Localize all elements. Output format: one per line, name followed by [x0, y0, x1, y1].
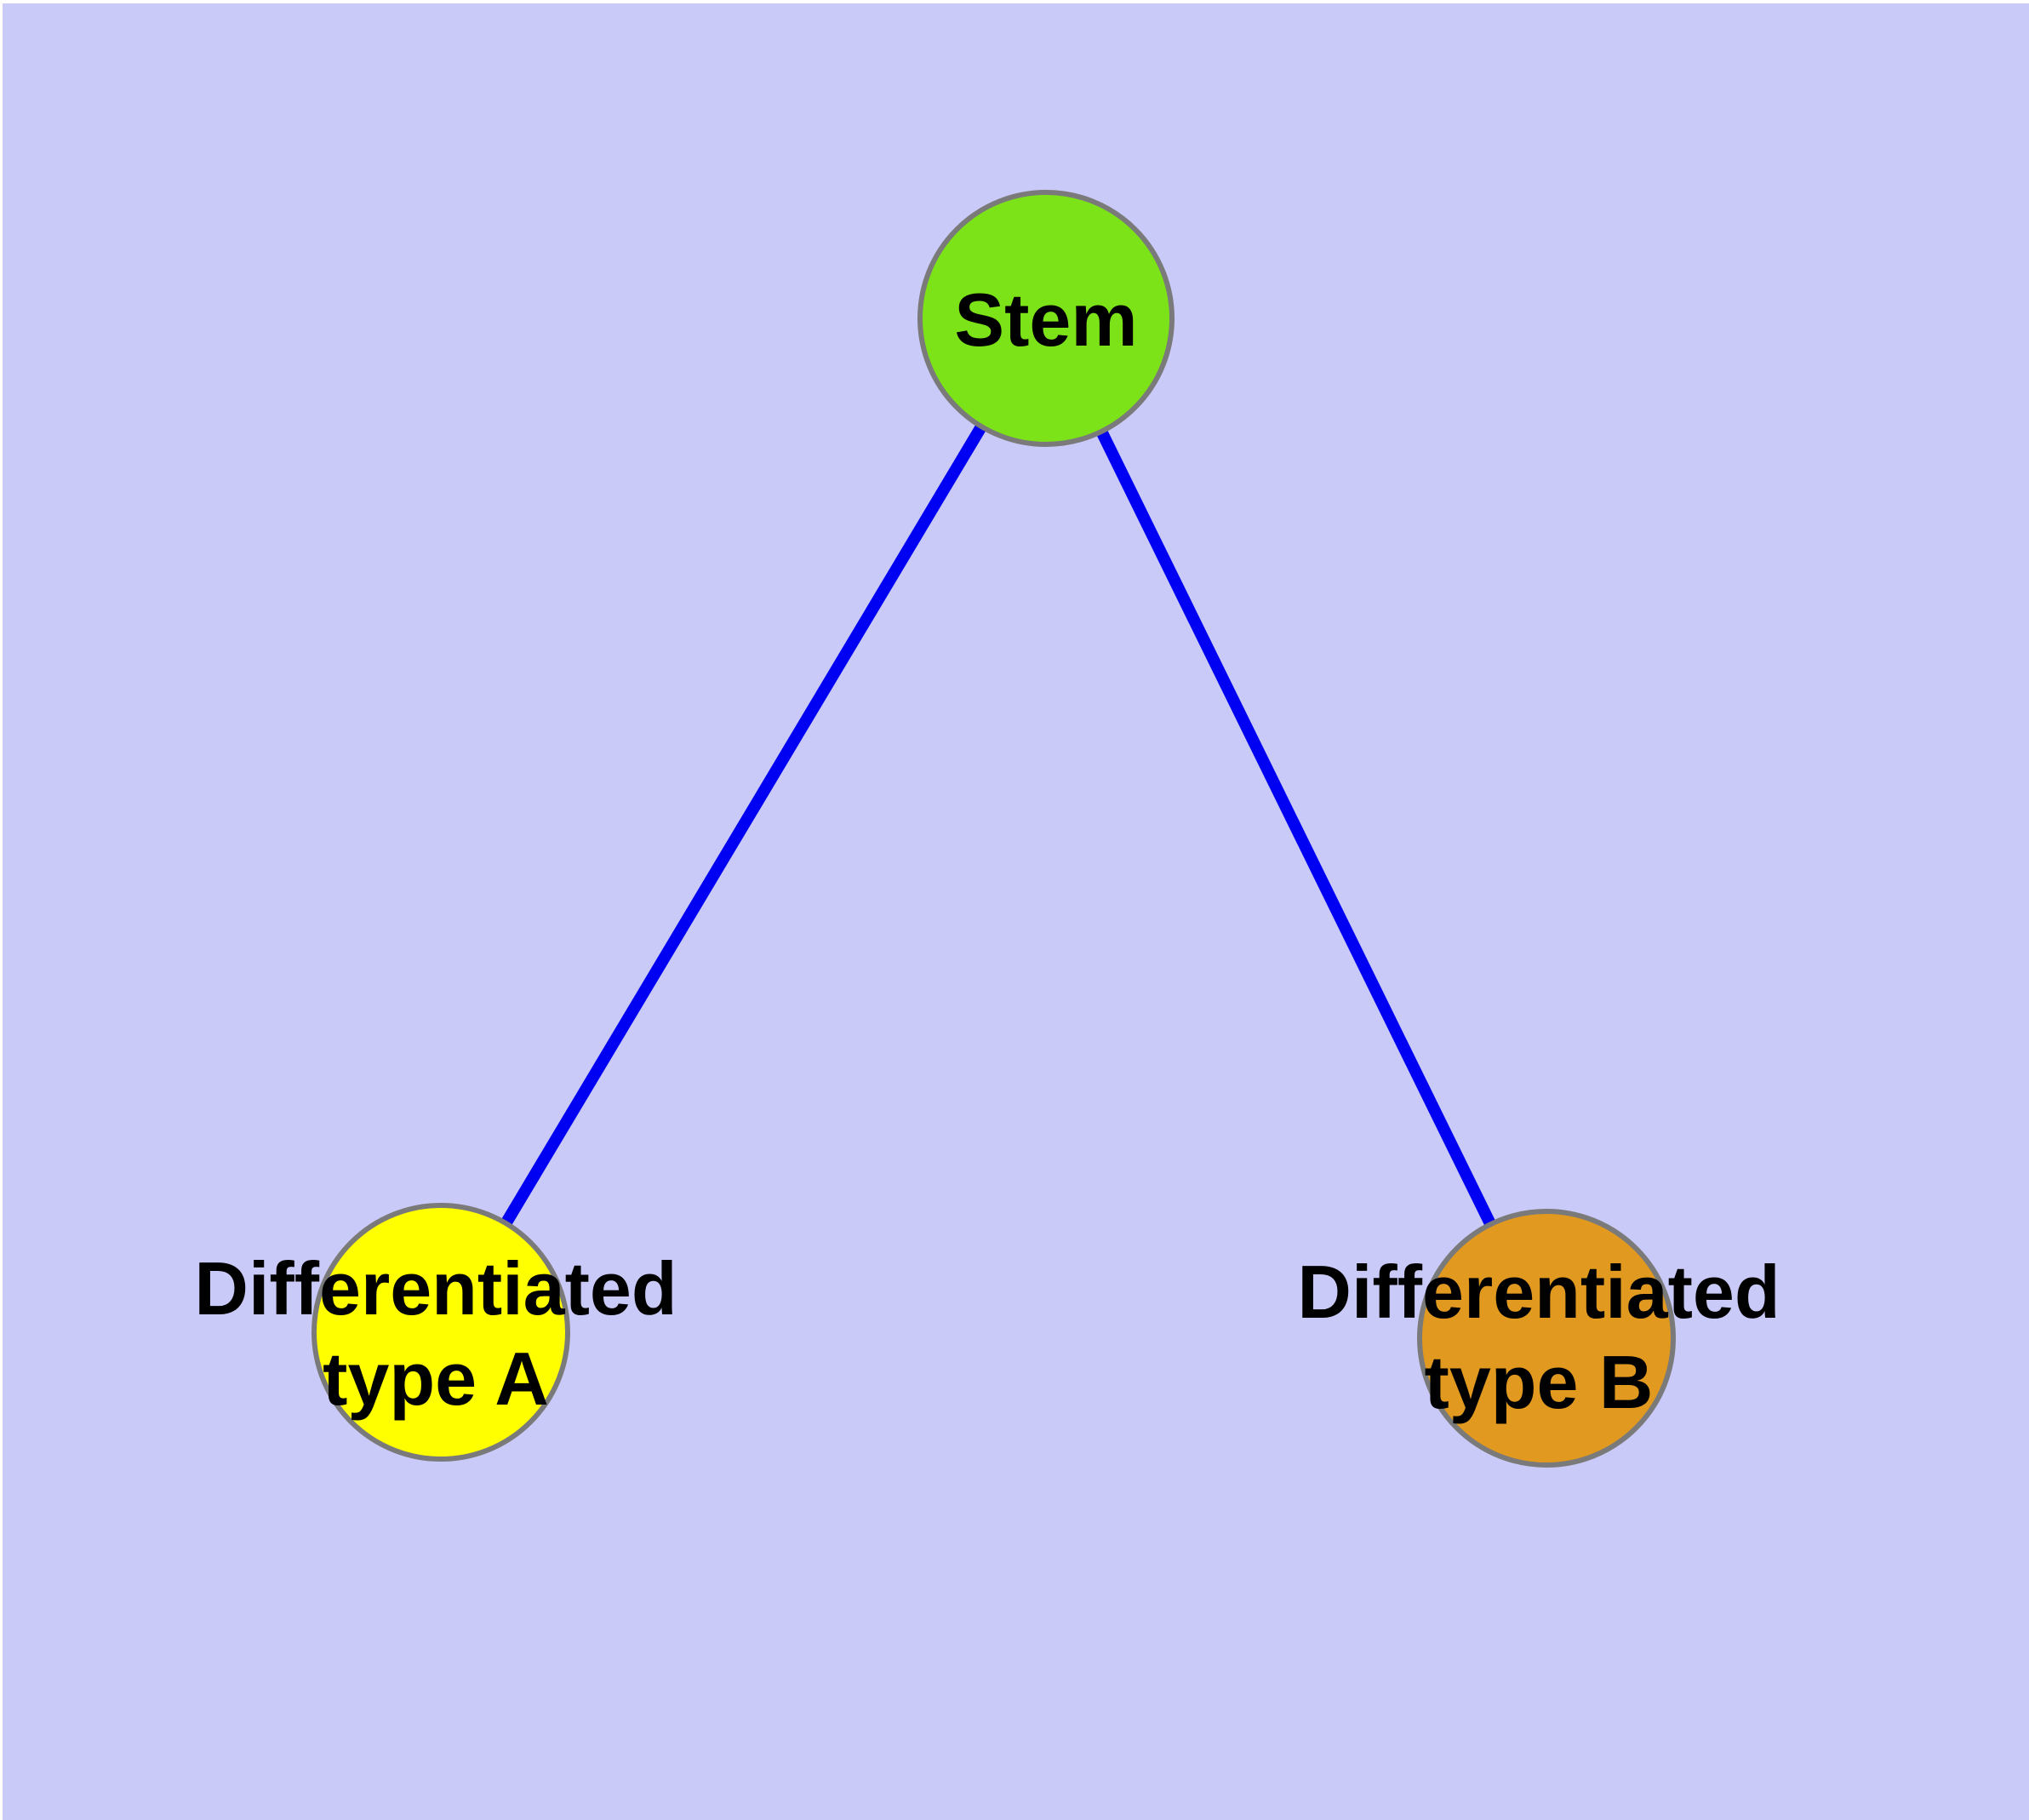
type-b-label-line-2: type B [1424, 1340, 1654, 1424]
edge-stem-to-type-b [1040, 315, 1552, 1342]
stem-node-circle [917, 190, 1175, 447]
differentiated-type-a-node-circle [311, 1203, 570, 1462]
top-border-strip [0, 0, 2029, 3]
left-border-strip [0, 0, 3, 1820]
differentiated-type-b-node-label: Differentiated type B [1297, 1247, 1780, 1428]
differentiated-type-a-node-label: Differentiated type A [194, 1244, 677, 1424]
type-b-label-line-1: Differentiated [1297, 1250, 1780, 1334]
type-a-label-line-2: type A [323, 1336, 549, 1421]
edge-stem-to-type-a [435, 315, 1052, 1336]
stem-node-label: Stem [954, 278, 1138, 362]
differentiated-type-b-node-circle [1417, 1209, 1676, 1468]
type-a-label-line-1: Differentiated [194, 1246, 677, 1331]
